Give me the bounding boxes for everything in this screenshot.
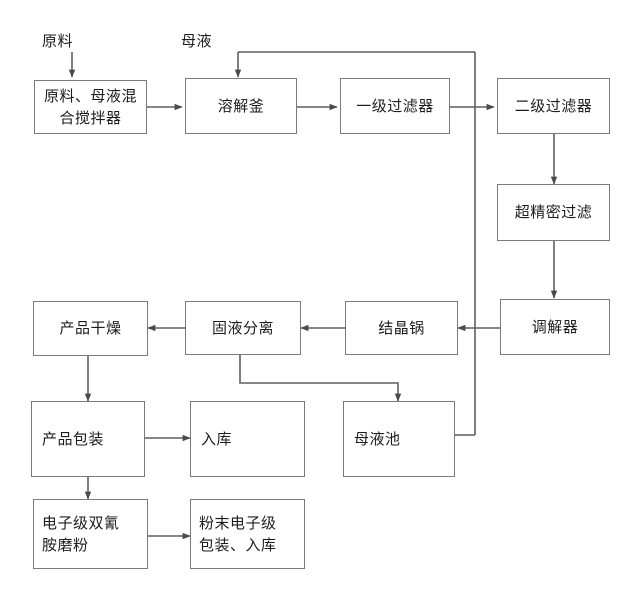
node-conditioner[interactable]: 调解器 bbox=[500, 299, 610, 355]
node-grinding[interactable]: 电子级双氰 胺磨粉 bbox=[33, 499, 148, 569]
mother-liquor-label: 母液 bbox=[181, 32, 213, 50]
node-separator[interactable]: 固液分离 bbox=[185, 301, 301, 355]
node-crystallizer[interactable]: 结晶锅 bbox=[345, 301, 458, 355]
edge-separator-to-liquorpool bbox=[239, 355, 402, 402]
node-filter1[interactable]: 一级过滤器 bbox=[340, 78, 450, 134]
node-filter2-label: 二级过滤器 bbox=[514, 96, 593, 115]
node-dissolver-label: 溶解釜 bbox=[217, 96, 265, 115]
node-powder-pack[interactable]: 粉末电子级 包装、入库 bbox=[190, 499, 305, 569]
raw-material-label: 原料 bbox=[42, 32, 74, 50]
node-packaging-label: 产品包装 bbox=[42, 429, 105, 448]
node-packaging[interactable]: 产品包装 bbox=[31, 401, 145, 477]
node-separator-label: 固液分离 bbox=[211, 318, 274, 337]
node-conditioner-label: 调解器 bbox=[531, 317, 579, 336]
node-grinding-label: 电子级双氰 胺磨粉 bbox=[42, 513, 120, 555]
node-filter1-label: 一级过滤器 bbox=[356, 96, 434, 115]
node-mixer[interactable]: 原料、母液混 合搅拌器 bbox=[34, 80, 147, 134]
node-liquor-pool[interactable]: 母液池 bbox=[343, 401, 455, 477]
node-warehouse-label: 入库 bbox=[201, 429, 233, 448]
node-liquor-pool-label: 母液池 bbox=[354, 429, 401, 448]
node-drying-label: 产品干燥 bbox=[59, 319, 122, 338]
node-filter2[interactable]: 二级过滤器 bbox=[497, 78, 610, 134]
node-drying[interactable]: 产品干燥 bbox=[33, 301, 148, 356]
node-crystallizer-label: 结晶锅 bbox=[378, 318, 425, 337]
node-warehouse[interactable]: 入库 bbox=[190, 401, 305, 477]
node-dissolver[interactable]: 溶解釜 bbox=[185, 78, 297, 134]
node-powder-pack-label: 粉末电子级 包装、入库 bbox=[199, 513, 277, 555]
node-ultrafilter-label: 超精密过滤 bbox=[514, 203, 593, 222]
node-ultrafilter[interactable]: 超精密过滤 bbox=[497, 184, 610, 241]
node-mixer-label: 原料、母液混 合搅拌器 bbox=[43, 86, 137, 128]
